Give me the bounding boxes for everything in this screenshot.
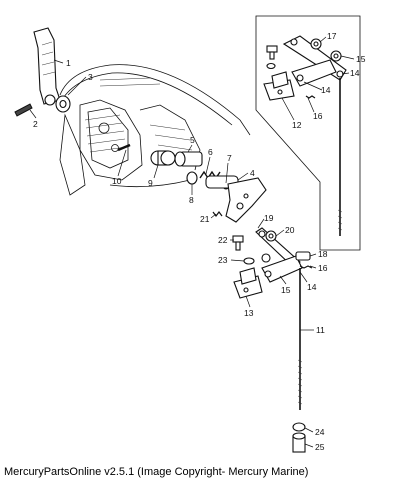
callout-3: 3 bbox=[88, 72, 93, 82]
callout-17: 17 bbox=[327, 31, 337, 41]
callout-labels: 1 3 2 10 9 5 6 7 8 4 21 19 20 22 23 13 1… bbox=[33, 31, 366, 452]
throttle-rod-11 bbox=[297, 268, 303, 410]
callout-2: 2 bbox=[33, 119, 38, 129]
inset-rod bbox=[337, 78, 343, 236]
callout-15-lower: 15 bbox=[281, 285, 291, 295]
inset-screw bbox=[266, 45, 278, 60]
callout-5: 5 bbox=[190, 135, 195, 145]
callout-6: 6 bbox=[208, 147, 213, 157]
inset-washer-small bbox=[266, 62, 276, 70]
callout-13: 13 bbox=[244, 308, 254, 318]
pin-21 bbox=[212, 211, 223, 217]
bushing-9 bbox=[150, 150, 176, 166]
callout-4: 4 bbox=[250, 168, 255, 178]
callout-11: 11 bbox=[316, 325, 325, 335]
callout-9: 9 bbox=[148, 178, 153, 188]
callout-14-lower: 14 bbox=[307, 282, 317, 292]
callout-25: 25 bbox=[315, 442, 325, 452]
callout-23: 23 bbox=[218, 255, 228, 265]
callout-21: 21 bbox=[200, 214, 210, 224]
cam-shaft-4 bbox=[205, 175, 267, 223]
screw-22 bbox=[232, 235, 244, 251]
washer-20 bbox=[265, 230, 277, 242]
callout-10: 10 bbox=[112, 176, 122, 186]
washer-23 bbox=[243, 257, 255, 265]
link-14-lower bbox=[261, 255, 303, 283]
callout-19: 19 bbox=[264, 213, 274, 223]
callout-1: 1 bbox=[66, 58, 71, 68]
callout-16-inset: 16 bbox=[313, 111, 323, 121]
sleeve-25 bbox=[292, 432, 306, 453]
callout-15-inset: 15 bbox=[356, 54, 366, 64]
callout-24: 24 bbox=[315, 427, 325, 437]
callout-14-inset-right: 14 bbox=[350, 68, 360, 78]
callout-8: 8 bbox=[189, 195, 194, 205]
inset-bracket-12 bbox=[263, 71, 295, 101]
bushing-5 bbox=[174, 151, 203, 167]
callout-14-inset-left: 14 bbox=[321, 85, 331, 95]
callout-18: 18 bbox=[318, 249, 328, 259]
image-caption: MercuryPartsOnline v2.5.1 (Image Copyrig… bbox=[4, 466, 309, 478]
inset-box bbox=[255, 15, 361, 251]
bracket-13 bbox=[233, 267, 263, 299]
pin-2 bbox=[14, 103, 33, 117]
inset-nut-16 bbox=[305, 95, 316, 99]
callout-12: 12 bbox=[292, 120, 302, 130]
inset-washer-17 bbox=[310, 38, 322, 50]
leader-lines bbox=[29, 36, 355, 448]
throttle-lever bbox=[33, 27, 61, 106]
washer-15-lower bbox=[261, 253, 271, 263]
callout-7: 7 bbox=[227, 153, 232, 163]
callout-20: 20 bbox=[285, 225, 295, 235]
washer-3 bbox=[55, 95, 71, 113]
bushing-18 bbox=[295, 251, 311, 261]
inset-washer-15 bbox=[330, 50, 342, 62]
engine-block bbox=[59, 64, 251, 196]
inset-arm-14b bbox=[291, 59, 337, 87]
nut-24 bbox=[292, 422, 306, 432]
callout-16-lower: 16 bbox=[318, 263, 328, 273]
callout-22: 22 bbox=[218, 235, 228, 245]
nut-16-lower bbox=[299, 265, 313, 269]
washer-8 bbox=[186, 171, 198, 185]
stud-10 bbox=[117, 143, 131, 152]
